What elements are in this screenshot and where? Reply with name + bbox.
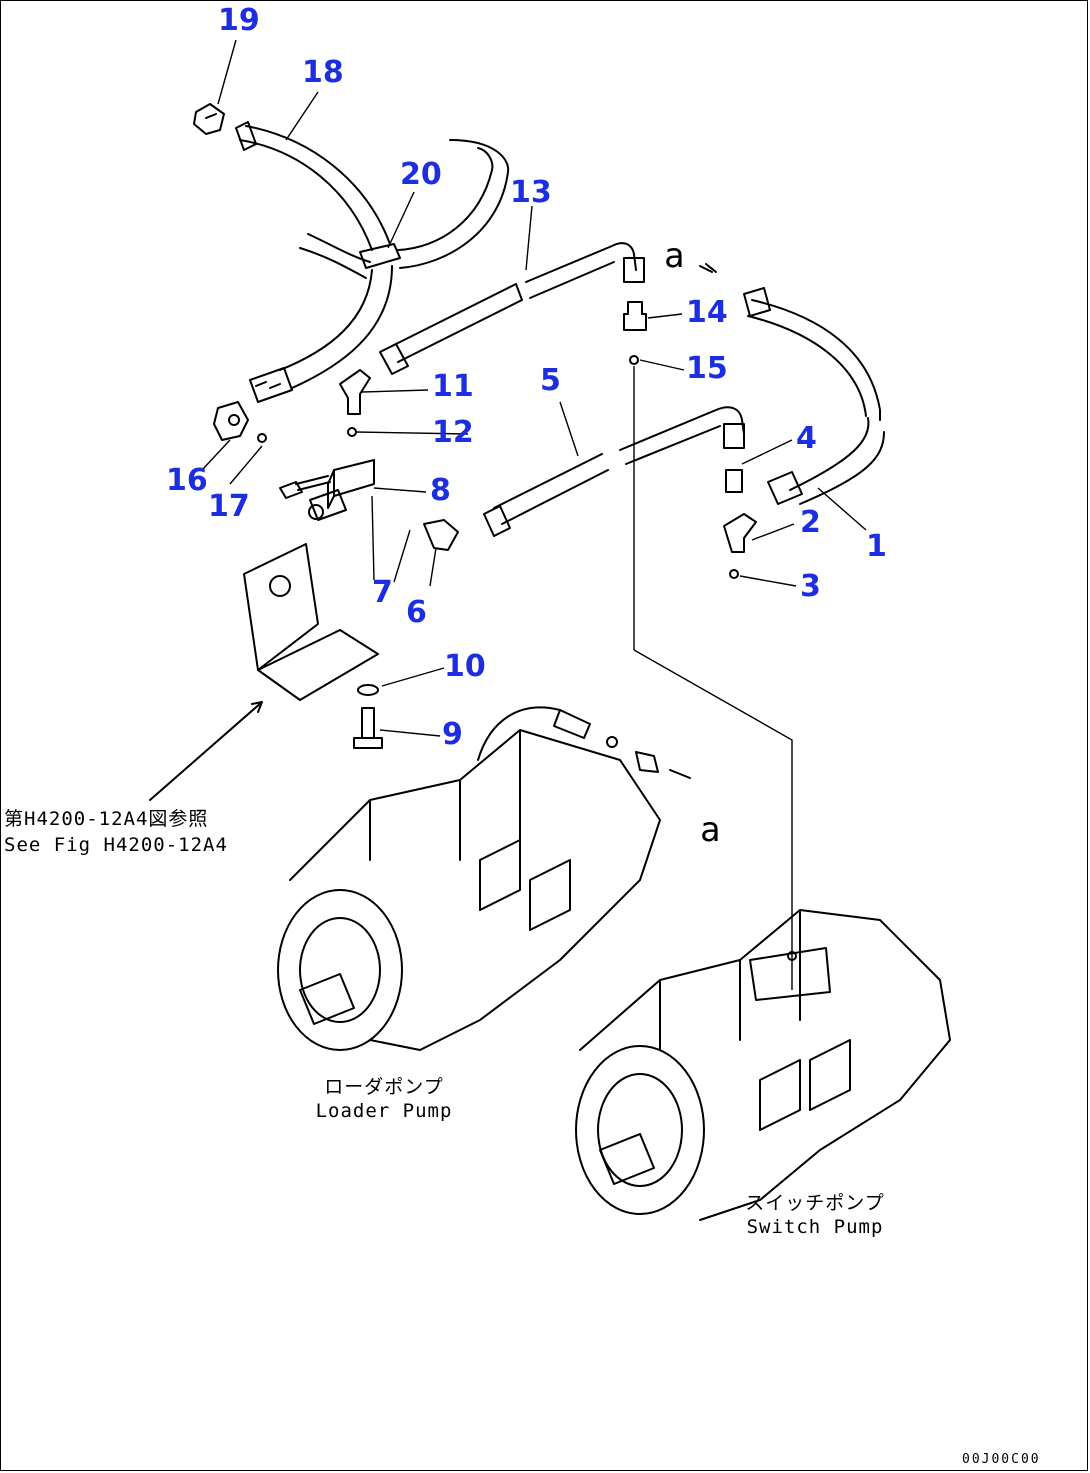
part-5-hose	[483, 406, 745, 537]
part-20-clamp	[359, 139, 510, 269]
leader-lines	[201, 39, 867, 737]
reference-note-en: See Fig H4200-12A4	[4, 834, 228, 856]
callout-19: 19	[218, 3, 260, 38]
part-4-adapter	[725, 469, 743, 493]
part-2-elbow	[723, 513, 757, 553]
callout-11: 11	[432, 369, 474, 404]
callout-16: 16	[166, 463, 208, 498]
loader-pump-label-en: Loader Pump	[315, 1100, 453, 1122]
part-12-oring	[347, 427, 357, 437]
part-13-hose	[379, 242, 645, 375]
part-9-bolt	[353, 707, 383, 749]
reference-note-jp: 第H4200-12A4図参照	[4, 808, 209, 830]
hose-to-16	[249, 265, 393, 403]
part-8-valve	[279, 459, 375, 521]
switch-pump-drawing	[575, 909, 951, 1221]
callout-17: 17	[208, 489, 250, 524]
part-17-oring	[257, 433, 267, 443]
callout-5: 5	[540, 363, 561, 398]
callout-20: 20	[400, 157, 442, 192]
callout-7: 7	[372, 575, 393, 610]
part-6-elbow	[423, 519, 459, 551]
part-16-fitting	[213, 401, 249, 441]
connection-marker-a-lower: a	[700, 810, 721, 850]
part-15-oring	[629, 355, 639, 365]
callout-2: 2	[800, 505, 821, 540]
callout-13: 13	[510, 175, 552, 210]
callout-10: 10	[444, 649, 486, 684]
callout-18: 18	[302, 55, 344, 90]
callout-3: 3	[800, 569, 821, 604]
part-14-adapter	[623, 301, 647, 331]
assembly-line-2	[633, 649, 793, 990]
switch-pump-label-jp: スイッチポンプ	[745, 1192, 885, 1214]
part-3-oring	[729, 569, 739, 579]
callout-14: 14	[686, 295, 728, 330]
reference-arrow	[149, 701, 263, 801]
part-11-elbow	[339, 369, 371, 415]
callout-9: 9	[442, 717, 463, 752]
loader-pump-label-jp: ローダポンプ	[324, 1076, 444, 1098]
part-10-washer	[357, 684, 379, 696]
callout-4: 4	[796, 421, 817, 456]
callout-8: 8	[430, 473, 451, 508]
loader-pump-drawing	[277, 706, 691, 1051]
bracket	[243, 543, 379, 701]
drawing-code: 00J00C00	[962, 1452, 1041, 1467]
callout-15: 15	[686, 351, 728, 386]
callout-6: 6	[406, 595, 427, 630]
part-1-hose	[699, 263, 885, 505]
part-18-hose	[235, 121, 391, 279]
callout-1: 1	[866, 529, 887, 564]
part-19-fitting	[193, 103, 225, 135]
callout-12: 12	[432, 415, 474, 450]
switch-pump-label-en: Switch Pump	[746, 1216, 884, 1238]
connection-marker-a-upper: a	[664, 236, 685, 276]
